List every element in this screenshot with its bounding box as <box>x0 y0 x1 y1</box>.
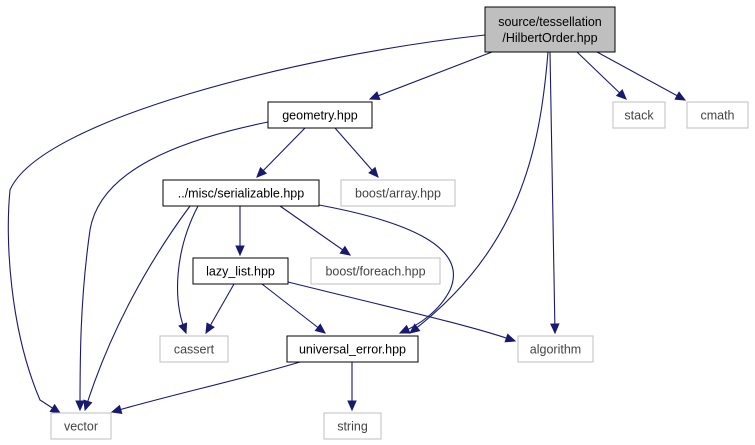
edge-line <box>79 121 269 411</box>
node-vector: vector <box>50 412 112 440</box>
edge-arrowhead <box>347 400 357 412</box>
edge-universal_error-to-vector <box>110 361 301 414</box>
node-box <box>310 257 441 285</box>
edge-geometry-to-serializable <box>256 127 306 178</box>
node-geometry[interactable]: geometry.hpp <box>267 101 373 129</box>
node-box <box>286 335 419 363</box>
edge-line <box>84 205 191 411</box>
edge-serializable-to-lazy_list <box>235 206 245 257</box>
edge-arrowhead <box>83 399 93 412</box>
node-box <box>159 335 229 363</box>
edge-arrowhead <box>368 91 381 101</box>
edge-arrowhead <box>674 91 687 101</box>
edge-arrowhead <box>235 245 245 257</box>
node-algorithm: algorithm <box>517 335 594 363</box>
edge-serializable-to-boost_foreach <box>279 205 352 256</box>
node-box <box>267 101 373 129</box>
nodes-layer: source/tessellation/HilbertOrder.hpp geom… <box>50 6 749 440</box>
node-box <box>50 412 112 440</box>
edge-lazy_list-to-cassert <box>205 283 235 335</box>
node-serializable[interactable]: ../misc/serializable.hpp <box>162 179 320 207</box>
edge-lazy_list-to-universal_error <box>261 283 326 334</box>
node-label: algorithm <box>530 343 581 357</box>
edge-arrowhead <box>504 333 517 343</box>
edge-line <box>256 127 306 178</box>
node-label: source/tessellation <box>498 15 602 29</box>
node-hilbert[interactable]: source/tessellation/HilbertOrder.hpp <box>484 6 616 53</box>
node-boost-array: boost/array.hpp <box>340 179 456 207</box>
edge-serializable-to-universal_error <box>318 204 454 334</box>
edge-hilbert-to-cmath <box>596 51 687 101</box>
edge-arrowhead <box>256 166 268 178</box>
node-lazy-list[interactable]: lazy_list.hpp <box>192 257 289 285</box>
node-label: boost/array.hpp <box>355 187 441 201</box>
edge-line <box>111 361 301 413</box>
node-box <box>517 335 594 363</box>
edge-line <box>549 51 556 334</box>
node-stack: stack <box>612 101 666 129</box>
edge-arrowhead <box>368 166 379 178</box>
edge-line <box>287 281 516 342</box>
node-box <box>162 179 320 207</box>
edge-arrowhead <box>49 403 62 414</box>
node-box <box>484 6 616 53</box>
edge-line <box>318 204 454 334</box>
node-label: universal_error.hpp <box>299 343 406 357</box>
edge-arrowhead <box>615 88 627 100</box>
edge-line <box>409 51 549 334</box>
node-cassert: cassert <box>159 335 229 363</box>
node-label: stack <box>624 109 654 123</box>
edge-arrowhead <box>339 245 352 256</box>
node-label: lazy_list.hpp <box>206 265 275 279</box>
edge-hilbert-to-algorithm <box>549 51 560 335</box>
node-label: /HilbertOrder.hpp <box>502 31 597 45</box>
edge-arrowhead <box>110 404 123 414</box>
node-label: vector <box>64 420 98 434</box>
edge-arrowhead <box>178 322 188 335</box>
node-boost-foreach: boost/foreach.hpp <box>310 257 441 285</box>
edge-arrowhead <box>398 324 411 334</box>
node-label: string <box>337 420 368 434</box>
node-universal-error[interactable]: universal_error.hpp <box>286 335 419 363</box>
edge-hilbert-to-stack <box>576 51 627 100</box>
node-box <box>323 412 382 440</box>
edge-line <box>369 51 493 100</box>
node-box <box>340 179 456 207</box>
node-label: cassert <box>174 343 215 357</box>
edge-lazy_list-to-algorithm <box>287 281 517 343</box>
edge-line <box>596 51 686 101</box>
edge-universal_error-to-string <box>347 362 357 412</box>
node-label: boost/foreach.hpp <box>325 265 425 279</box>
edge-geometry-to-boost_array <box>334 127 379 178</box>
edges-layer <box>7 34 687 414</box>
node-box <box>612 101 666 129</box>
edge-hilbert-to-geometry <box>368 51 493 101</box>
edge-line <box>261 283 326 334</box>
node-label: ../misc/serializable.hpp <box>178 187 304 201</box>
edge-line <box>7 34 486 414</box>
edge-line <box>576 51 627 100</box>
edge-arrowhead <box>205 322 215 335</box>
node-string: string <box>323 412 382 440</box>
edge-arrowhead <box>75 400 85 412</box>
edge-hilbert-to-vector <box>7 34 486 414</box>
node-box <box>192 257 289 285</box>
node-box <box>686 101 749 129</box>
edge-serializable-to-cassert <box>177 205 199 335</box>
edge-hilbert-to-universal_error <box>409 51 549 334</box>
edge-line <box>177 205 199 334</box>
edge-line <box>279 205 351 256</box>
edge-arrowhead <box>314 323 326 334</box>
node-label: geometry.hpp <box>282 109 358 123</box>
node-cmath: cmath <box>686 101 749 129</box>
edge-serializable-to-vector <box>83 205 191 412</box>
node-label: cmath <box>700 109 734 123</box>
edge-arrowhead <box>550 323 560 335</box>
edge-arrowhead <box>409 323 421 334</box>
edge-line <box>334 127 379 178</box>
edge-geometry-to-vector <box>75 121 269 412</box>
